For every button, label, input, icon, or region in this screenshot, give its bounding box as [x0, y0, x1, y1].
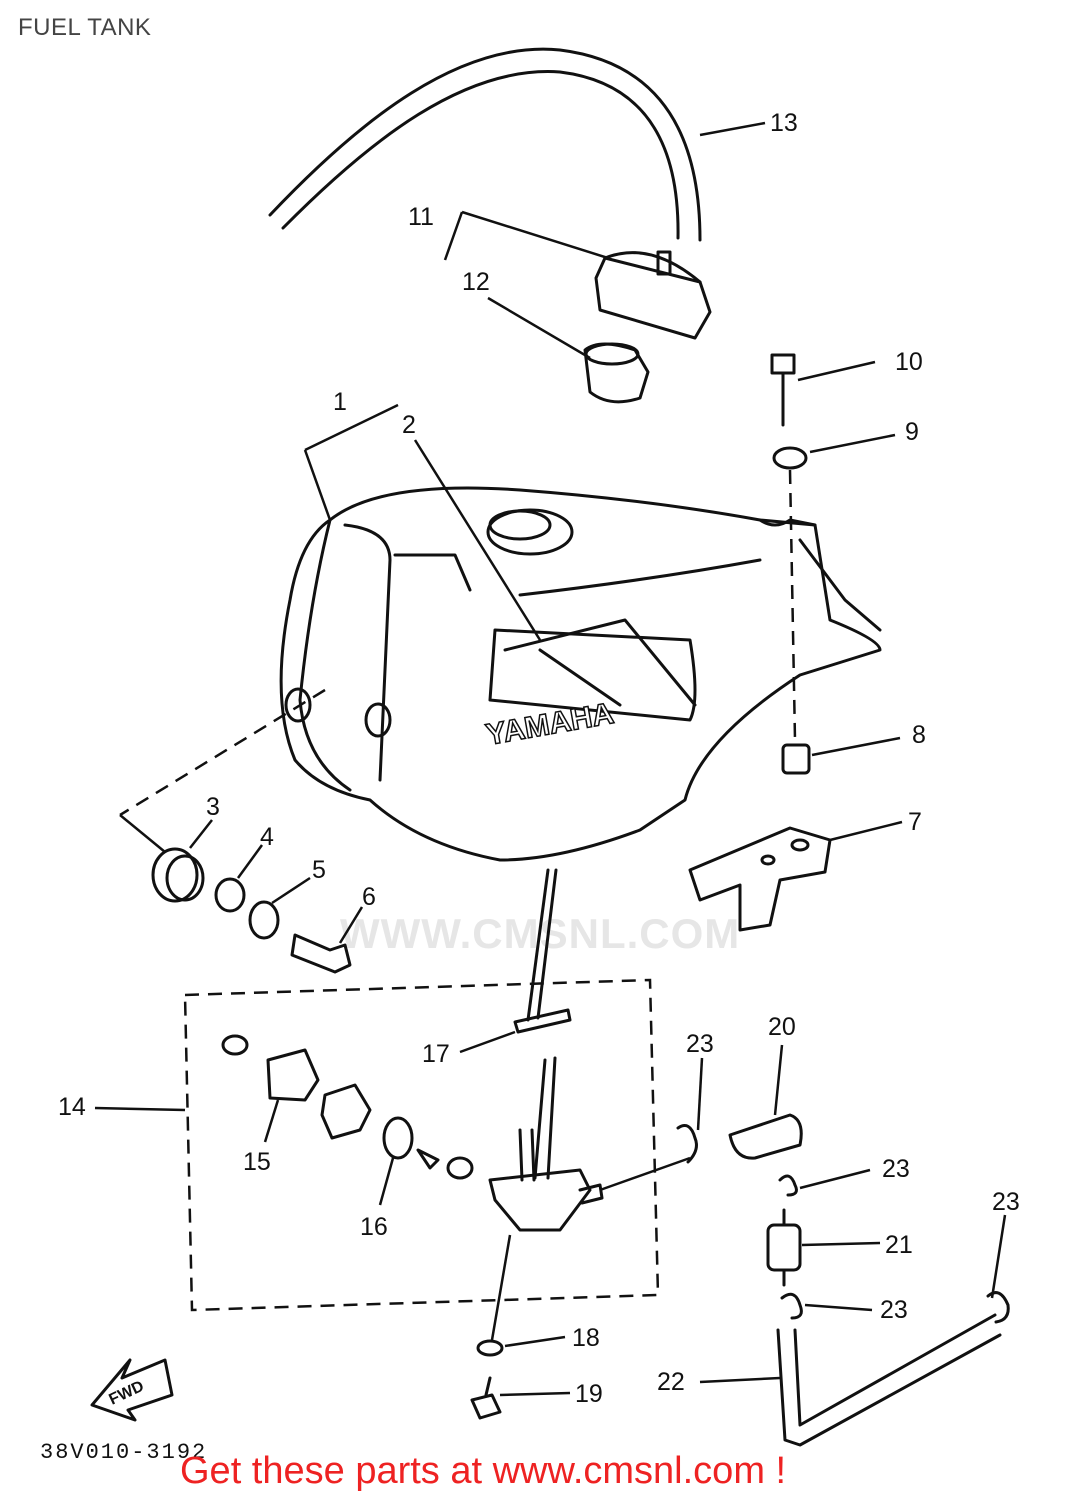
- callout-23: 23: [686, 1030, 714, 1058]
- fuel-pipe-22: [699, 1313, 1002, 1447]
- washer-18: [476, 1234, 566, 1357]
- clip-23-c: [780, 1292, 873, 1320]
- callout-5: 5: [312, 856, 326, 884]
- fuel-cock-assembly-box: [94, 978, 660, 1312]
- breather-hose: [268, 47, 766, 242]
- callout-4: 4: [260, 823, 274, 851]
- bolt-10: [770, 353, 876, 427]
- fuel-filter-21: [766, 1208, 881, 1287]
- callout-10: 10: [895, 348, 923, 376]
- callout-16: 16: [360, 1213, 388, 1241]
- clip-23-d: [986, 1214, 1010, 1324]
- callout-7: 7: [908, 808, 922, 836]
- clip-23-a: [676, 1057, 704, 1164]
- collar-4: [214, 844, 264, 913]
- callout-19: 19: [575, 1380, 603, 1408]
- gasket-17: [459, 868, 572, 1054]
- bracket-7: [688, 820, 903, 932]
- cap-gasket: [487, 296, 650, 404]
- damper-3: [119, 814, 213, 903]
- callout-18: 18: [572, 1324, 600, 1352]
- lever-body: [320, 1083, 372, 1140]
- drawing-number: 38V010-3192: [40, 1440, 208, 1465]
- o-ring-16: [378, 1116, 474, 1206]
- fuel-cap: [443, 210, 712, 340]
- ad-banner[interactable]: Get these parts at www.cmsnl.com !: [180, 1450, 787, 1492]
- callout-23: 23: [992, 1188, 1020, 1216]
- fuel-cock: [488, 1056, 691, 1232]
- callout-13: 13: [770, 109, 798, 137]
- washer-5: [248, 876, 311, 940]
- callout-2: 2: [402, 411, 416, 439]
- callout-17: 17: [422, 1040, 450, 1068]
- callout-8: 8: [912, 721, 926, 749]
- callout-21: 21: [885, 1231, 913, 1259]
- callout-23: 23: [880, 1296, 908, 1324]
- callout-9: 9: [905, 418, 919, 446]
- callout-20: 20: [768, 1013, 796, 1041]
- callout-22: 22: [657, 1368, 685, 1396]
- bolt-6: [290, 906, 364, 974]
- callout-23: 23: [882, 1155, 910, 1183]
- washer-9: [772, 433, 896, 470]
- callout-6: 6: [362, 883, 376, 911]
- fuel-tank: YAMAHA: [119, 403, 882, 862]
- screw-19: [470, 1376, 571, 1420]
- clip-23-b: [778, 1168, 871, 1197]
- callout-14: 14: [58, 1093, 86, 1121]
- cover-plate-15: [221, 1034, 320, 1143]
- callout-12: 12: [462, 268, 490, 296]
- hose-elbow-20: [728, 1044, 803, 1160]
- callout-15: 15: [243, 1148, 271, 1176]
- fwd-arrow-icon: FWD: [90, 1358, 174, 1422]
- callout-1: 1: [333, 388, 347, 416]
- page-title: FUEL TANK: [18, 14, 152, 41]
- collar-8: [781, 736, 901, 775]
- callout-11: 11: [408, 203, 434, 231]
- callout-3: 3: [206, 793, 220, 821]
